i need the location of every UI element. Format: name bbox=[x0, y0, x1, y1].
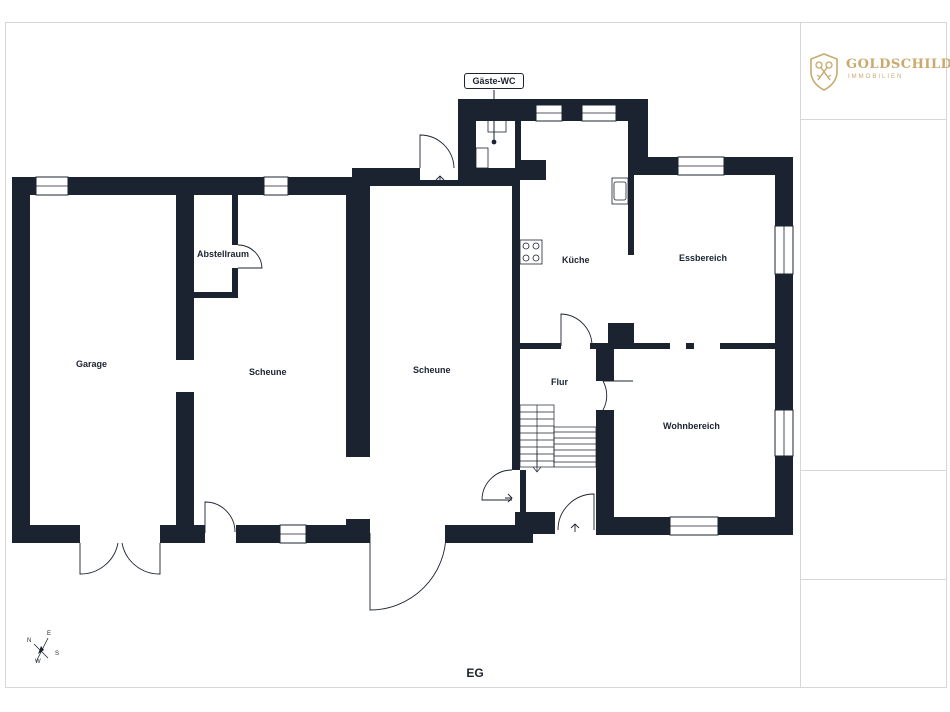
floor-label: EG bbox=[466, 666, 484, 680]
room-label-gaeste-wc: Gäste-WC bbox=[464, 73, 524, 89]
wc-leader-dot bbox=[491, 139, 497, 145]
compass-east: E bbox=[47, 631, 52, 637]
room-label-flur: Flur bbox=[551, 377, 568, 387]
doors bbox=[79, 134, 633, 611]
floor-plan-drawing bbox=[12, 90, 794, 663]
window-lines bbox=[36, 112, 785, 535]
room-label-garage: Garage bbox=[76, 359, 108, 369]
room-label-abstellraum: Abstellraum bbox=[197, 249, 250, 259]
compass-south: S bbox=[55, 651, 60, 657]
room-label-scheune-left: Scheune bbox=[249, 367, 287, 377]
title-block-cell-3 bbox=[800, 470, 947, 580]
compass-north: N bbox=[27, 638, 32, 644]
kitchen-fixtures bbox=[475, 117, 629, 265]
walls bbox=[12, 99, 793, 543]
room-label-scheune-right: Scheune bbox=[413, 365, 451, 375]
room-label-essbereich: Essbereich bbox=[679, 253, 728, 263]
compass-rose bbox=[33, 637, 49, 663]
shield-keys-icon bbox=[810, 53, 838, 91]
staircase bbox=[519, 404, 597, 473]
room-label-wohnbereich: Wohnbereich bbox=[663, 421, 720, 431]
brand-logo: GOLDSCHILD IMMOBILIEN bbox=[808, 52, 950, 96]
compass-west: W bbox=[35, 659, 41, 665]
brand-subtitle: IMMOBILIEN bbox=[848, 74, 904, 80]
entry-arrows bbox=[435, 175, 580, 532]
room-label-kueche: Küche bbox=[562, 255, 590, 265]
title-block-column bbox=[800, 22, 947, 688]
title-block-cell-1 bbox=[800, 22, 947, 120]
brand-name: GOLDSCHILD bbox=[846, 57, 950, 72]
